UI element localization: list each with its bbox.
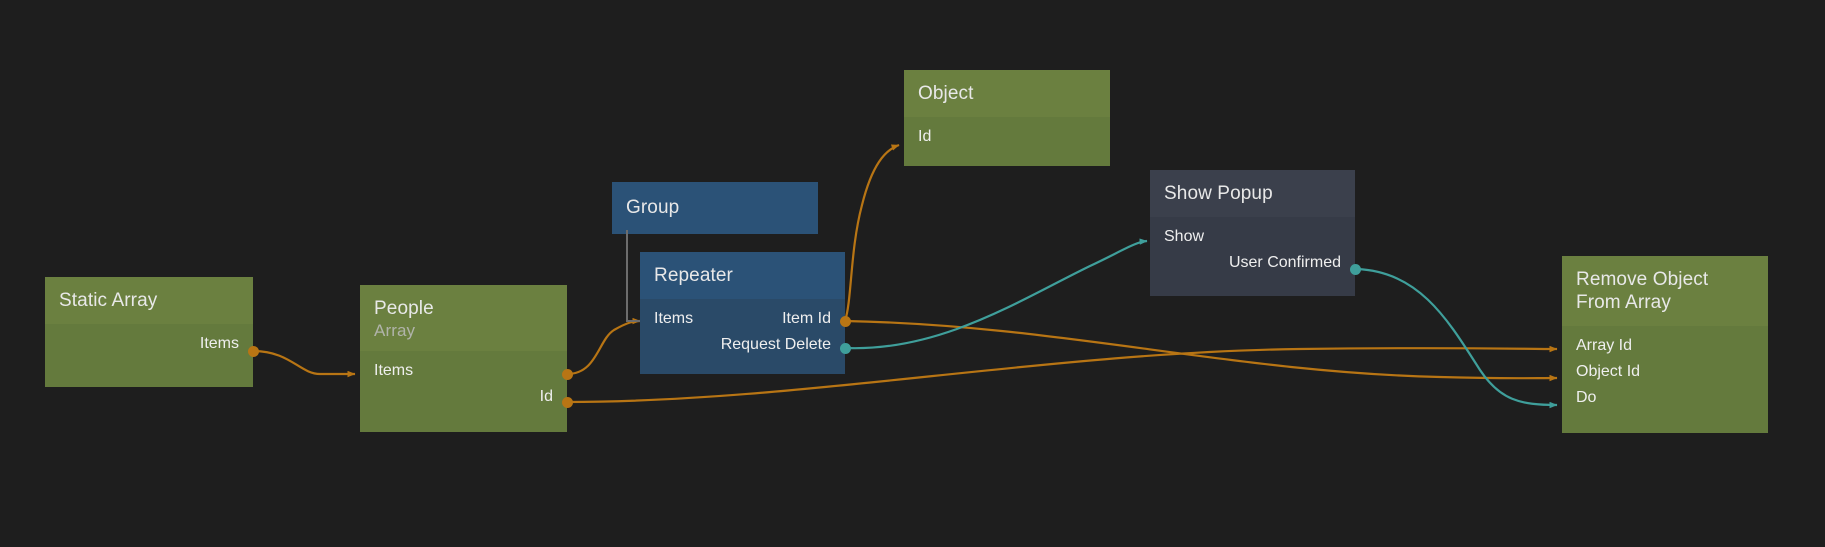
edge-repeater-item-id-to-remove-object-id [844,319,1558,382]
port-row-items-itemid: Items Item Id [640,306,845,332]
node-title-text: People [374,298,434,319]
node-people[interactable]: People Array Items Id [360,285,573,433]
port-items-input[interactable]: Items [654,310,694,328]
port-user-confirmed-output[interactable]: User Confirmed [1150,250,1355,276]
node-group[interactable]: Group [612,182,818,235]
node-static-array[interactable]: Static Array Items [45,277,259,388]
port-id-output[interactable]: Id [360,384,567,410]
node-remove-object-from-array[interactable]: Remove Object From Array Array Id Object… [1562,256,1768,434]
port-dot-user-confirmed-output[interactable] [1349,263,1361,275]
port-do-input[interactable]: Do [1562,385,1768,411]
edge-static-array-items-to-people-items [252,349,356,378]
port-show-input[interactable]: Show [1150,224,1355,250]
group-bracket [626,230,644,322]
port-request-delete-output[interactable]: Request Delete [640,332,845,358]
node-title: Static Array [45,277,253,325]
node-title: Group [612,182,818,235]
node-body: Items Item Id Request Delete [640,299,845,375]
node-title: Show Popup [1150,170,1355,218]
node-repeater[interactable]: Repeater Items Item Id Request Delete [640,252,851,375]
port-object-id-input[interactable]: Object Id [1562,359,1768,385]
port-label: Id [918,128,932,146]
port-dot-request-delete-output[interactable] [839,342,851,354]
port-label: Items [199,335,239,353]
port-label: User Confirmed [1228,254,1341,272]
port-label: Request Delete [720,336,831,354]
node-body: Items Id [360,351,567,433]
port-label: Object Id [1576,363,1641,381]
port-label: Items [374,362,414,380]
node-show-popup[interactable]: Show Popup Show User Confirmed [1150,170,1361,297]
port-label: Array Id [1576,337,1633,355]
node-body: Array Id Object Id Do [1562,326,1768,434]
node-title: People Array [360,285,567,352]
port-dot-items-output[interactable] [247,345,259,357]
node-title: Object [904,70,1110,118]
port-array-id-input[interactable]: Array Id [1562,333,1768,359]
port-dot-id-output[interactable] [561,396,573,408]
edge-people-items-to-repeater-items [566,317,641,376]
port-dot-items-output[interactable] [561,368,573,380]
edge-repeater-request-delete-to-show [844,238,1148,350]
port-items-input[interactable]: Items [360,358,567,384]
edge-repeater-item-id-to-object-id [843,143,900,322]
node-title: Repeater [640,252,845,300]
node-body: Items [45,324,253,388]
node-title: Remove Object From Array [1562,256,1768,327]
port-dot-item-id-output[interactable] [839,315,851,327]
port-label: Id [539,388,553,406]
port-id-input[interactable]: Id [904,124,1110,150]
node-subtitle: Array [374,321,416,341]
port-label: Do [1576,389,1597,407]
port-items-output[interactable]: Items [45,331,253,357]
edge-user-confirmed-to-do [1356,267,1558,409]
port-item-id-output[interactable]: Item Id [782,310,831,328]
node-body: Show User Confirmed [1150,217,1355,297]
node-body: Id [904,117,1110,167]
port-label: Show [1164,228,1205,246]
node-object[interactable]: Object Id [904,70,1110,167]
